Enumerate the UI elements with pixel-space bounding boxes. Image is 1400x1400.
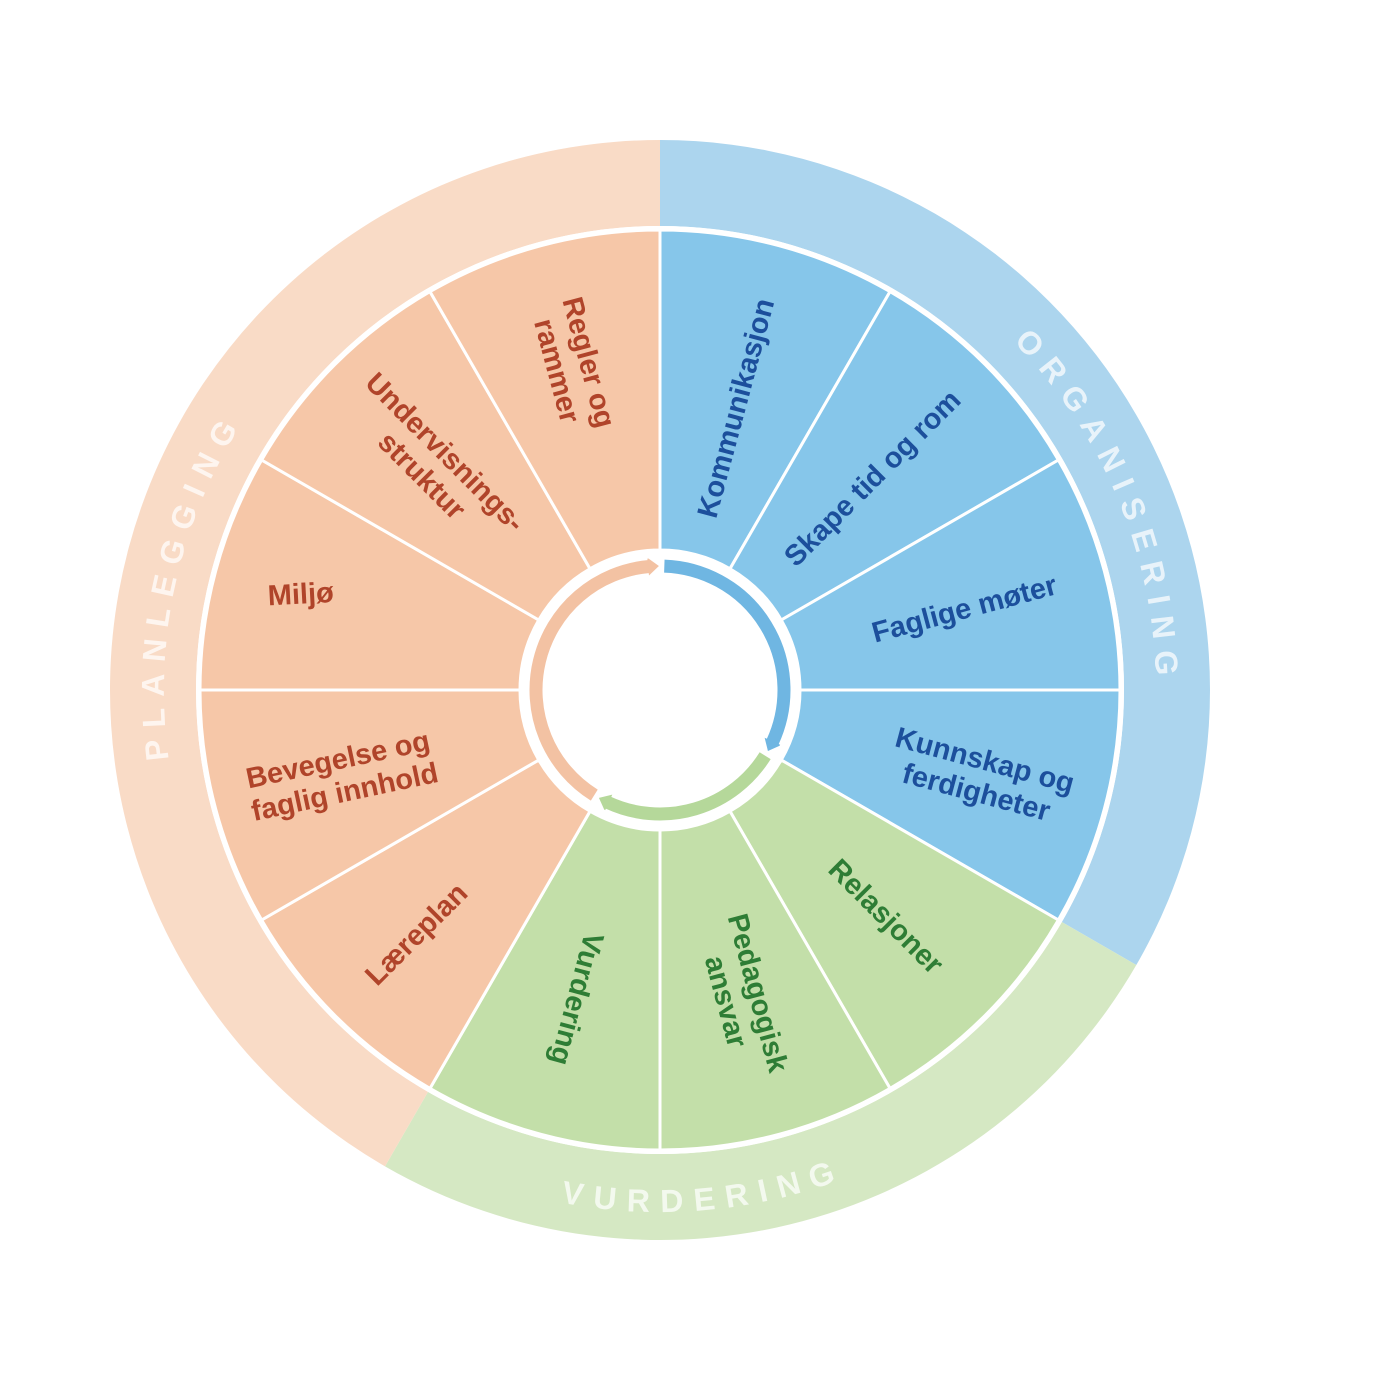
arrowhead-icon xyxy=(647,557,659,576)
outer-band-vurdering xyxy=(385,922,1137,1240)
separator-ring xyxy=(196,226,1124,1154)
arrowhead-icon xyxy=(598,794,613,812)
outer-band-organisering xyxy=(660,140,1210,965)
cycle-arrow-organisering xyxy=(664,559,791,746)
cycle-arrow-planlegging xyxy=(529,559,650,801)
arrowhead-icon xyxy=(764,737,782,752)
center-circle xyxy=(549,579,771,801)
cycle-arrow-vurdering xyxy=(604,752,771,821)
outer-band-planlegging xyxy=(110,140,660,1167)
separator-ring xyxy=(520,550,800,830)
segment-label-line: Miljø xyxy=(267,577,335,612)
segment-label: Miljø xyxy=(267,577,335,612)
